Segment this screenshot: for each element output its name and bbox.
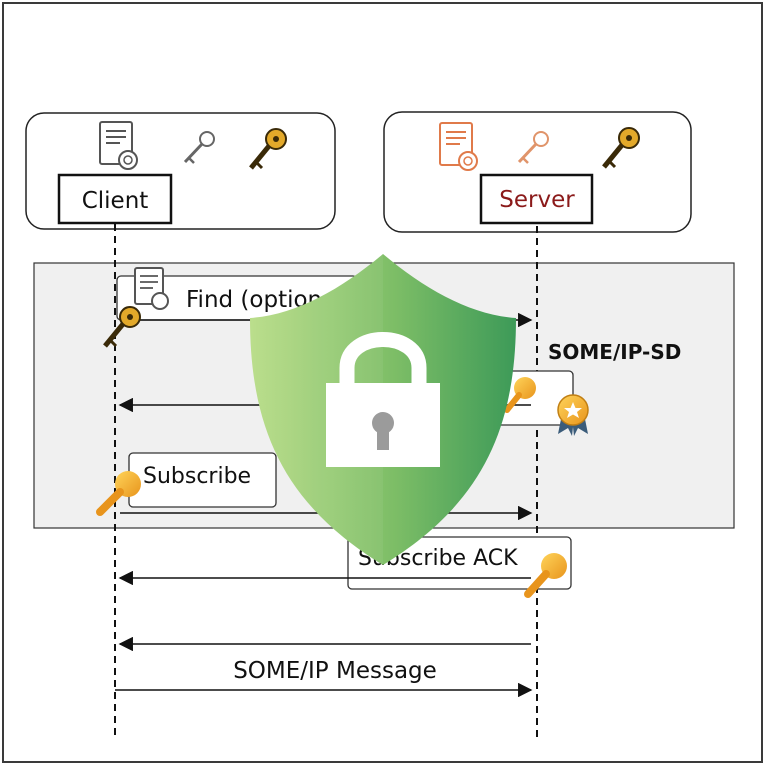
server-label-box <box>479 173 594 225</box>
public-key-icon <box>504 377 536 413</box>
private-key-icon <box>103 306 141 348</box>
certificate-icon <box>134 267 169 310</box>
someip-message-label: SOME/IP Message <box>233 658 437 684</box>
public-key-icon <box>517 131 549 164</box>
sd-region-label: SOME/IP-SD <box>548 340 681 364</box>
private-key-icon <box>602 127 640 169</box>
shield-lock-icon <box>250 254 516 565</box>
certificate-icon <box>439 122 478 171</box>
badge-icon <box>557 394 589 436</box>
public-key-icon <box>96 471 141 516</box>
subscribe-label: Subscribe <box>143 464 251 489</box>
client-label: Client <box>82 188 149 214</box>
public-key-icon <box>183 131 215 164</box>
public-key-icon <box>524 553 567 598</box>
client-label-box <box>57 173 173 225</box>
subscribe-ack-message: Subscribe ACK <box>118 536 572 598</box>
server-label: Server <box>499 187 575 213</box>
private-key-icon <box>249 128 287 170</box>
certificate-icon <box>99 121 138 170</box>
